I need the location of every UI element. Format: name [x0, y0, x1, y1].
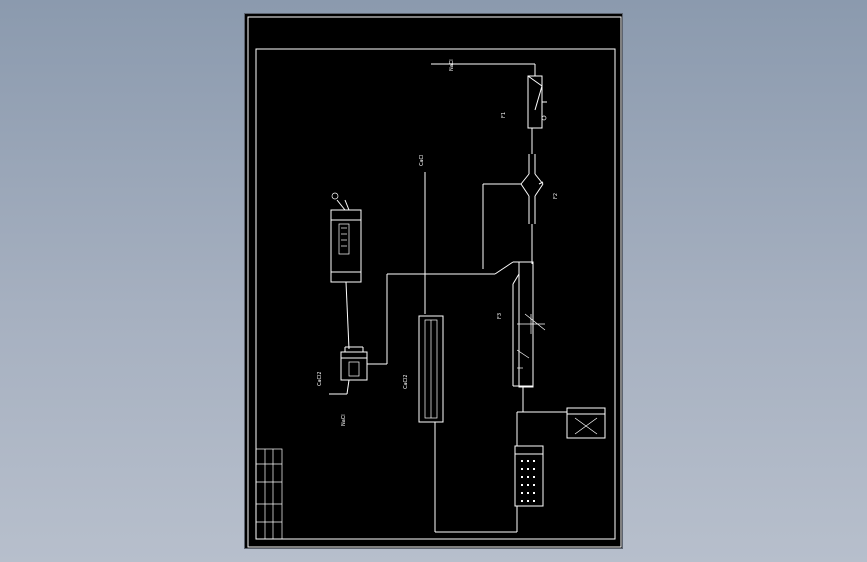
center-pipe-label: CaCl2 [403, 374, 409, 389]
left-lower-tank-label: CaCl2 [317, 371, 323, 386]
right-top-tank: F1 [501, 75, 547, 129]
filter-dots [521, 460, 535, 502]
left-upper-equipment [330, 192, 362, 283]
inner-frame [255, 48, 616, 540]
main-separator-label: F3 [497, 313, 503, 319]
pipe-separator-to-filter [516, 386, 567, 446]
pipe-left-upper-to-lower [345, 281, 350, 350]
drawing-sheet: NaCl F1 F2 [244, 13, 623, 549]
center-vertical-line: CaCl [419, 155, 426, 314]
pipe-separator-to-left [367, 273, 495, 365]
process-flow-diagram: NaCl F1 F2 [247, 16, 622, 548]
main-separator: F3 [494, 261, 546, 388]
center-pipe-vessel: CaCl2 [403, 315, 518, 533]
outer-frame [247, 16, 622, 548]
left-feed-label: NaCl [341, 414, 347, 426]
right-top-tank-label: F1 [501, 112, 507, 118]
top-flow-label: NaCl [449, 59, 455, 71]
left-lower-tank: CaCl2 [317, 346, 368, 386]
upper-mixer: F2 [482, 154, 559, 269]
center-vertical-label: CaCl [419, 155, 425, 166]
upper-mixer-label: F2 [553, 193, 559, 199]
bottom-filter [514, 445, 544, 507]
right-lower-tank [566, 407, 606, 439]
top-feed-line: NaCl [431, 59, 536, 76]
left-feed-line: NaCl [329, 379, 350, 426]
title-block [255, 448, 283, 540]
